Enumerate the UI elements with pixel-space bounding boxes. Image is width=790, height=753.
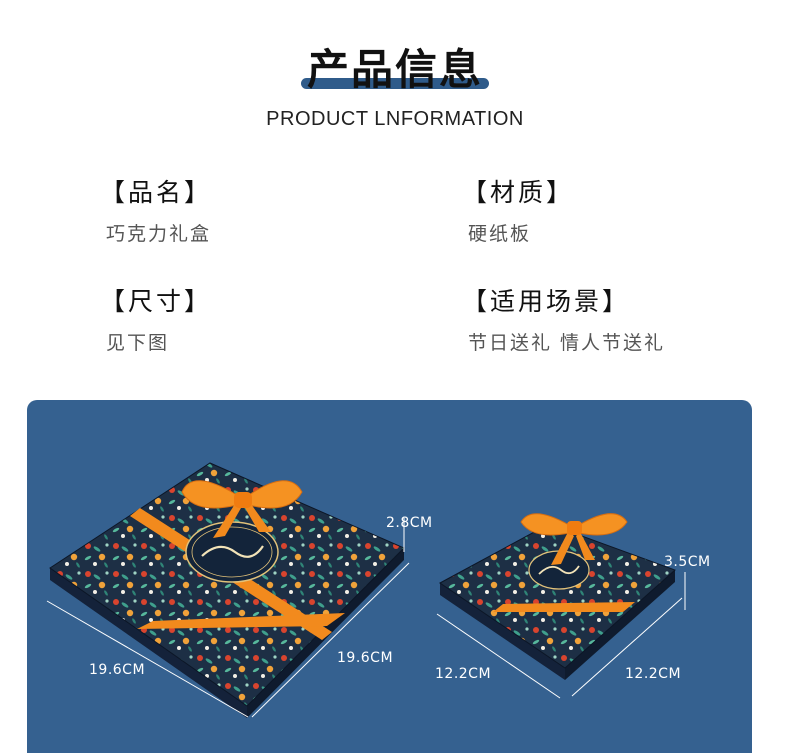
dim-line-large-width bbox=[46, 600, 249, 718]
dim-line-small-depth bbox=[571, 597, 683, 697]
gift-box-large-icon bbox=[49, 462, 405, 718]
section-header: 产品信息 PRODUCT LNFORMATION bbox=[0, 40, 790, 131]
info-value-name: 巧克力礼盒 bbox=[106, 223, 212, 245]
info-material: 【材质】 硬纸板 bbox=[462, 178, 574, 246]
info-scene: 【适用场景】 节日送礼 情人节送礼 bbox=[462, 287, 665, 355]
info-value-material: 硬纸板 bbox=[468, 223, 532, 245]
dim-large-depth: 19.6CM bbox=[337, 650, 394, 666]
info-label-size: 【尺寸】 bbox=[100, 287, 213, 316]
section-subtitle: PRODUCT LNFORMATION bbox=[266, 108, 524, 130]
dim-small-height: 3.5CM bbox=[664, 554, 711, 570]
dim-large-height: 2.8CM bbox=[386, 515, 433, 531]
gift-box-small-icon bbox=[439, 513, 676, 680]
section-title: 产品信息 bbox=[306, 45, 483, 94]
info-value-size: 见下图 bbox=[106, 332, 170, 354]
info-label-material: 【材质】 bbox=[462, 178, 575, 207]
dim-small-width: 12.2CM bbox=[435, 666, 492, 682]
info-size: 【尺寸】 见下图 bbox=[100, 287, 212, 355]
dim-large-width: 19.6CM bbox=[89, 662, 146, 678]
info-label-name: 【品名】 bbox=[100, 178, 213, 207]
title-wrap: 产品信息 bbox=[300, 40, 489, 100]
info-label-scene: 【适用场景】 bbox=[462, 287, 631, 316]
product-image-panel: 2.8CM 19.6CM 19.6CM 3.5CM 12.2CM 12.2CM bbox=[27, 400, 752, 753]
title-underline bbox=[300, 78, 489, 89]
product-illustration bbox=[46, 462, 686, 718]
dim-line-small-width bbox=[436, 613, 561, 699]
info-product-name: 【品名】 巧克力礼盒 bbox=[100, 178, 212, 246]
dim-small-depth: 12.2CM bbox=[625, 666, 682, 682]
info-value-scene: 节日送礼 情人节送礼 bbox=[468, 332, 666, 354]
dim-line-large-depth bbox=[251, 562, 410, 718]
